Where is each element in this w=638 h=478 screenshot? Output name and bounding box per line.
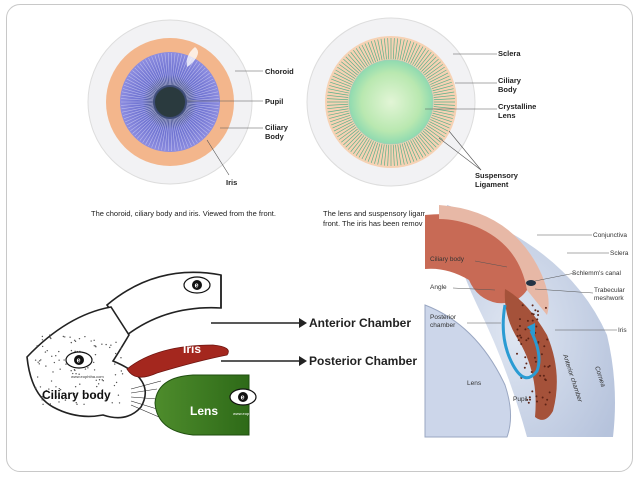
label-trabecular-2: meshwork (594, 295, 624, 302)
eye-front-view (87, 19, 253, 185)
label-suspensory-2: Ligament (475, 180, 509, 189)
eye-logo-icon-3: e (229, 388, 257, 406)
chamber-schematic: e e e www.eophtha.com www.eophtha.com Ir… (26, 271, 417, 436)
label-posterior-chamber: Posterior Chamber (309, 354, 417, 368)
label-posterior-2: chamber (430, 322, 456, 329)
svg-text:e: e (195, 283, 199, 290)
label-iris-anat: Iris (618, 327, 627, 334)
svg-text:e: e (77, 358, 81, 365)
caption-left: The choroid, ciliary body and iris. View… (91, 209, 276, 218)
slide: Choroid Pupil Ciliary Body Iris The chor… (6, 4, 633, 472)
label-choroid: Choroid (265, 67, 294, 76)
label-suspensory-1: Suspensory (475, 171, 519, 180)
label-angle: Angle (430, 284, 447, 291)
label-lens-2: Lens (498, 111, 516, 120)
label-ciliary-1: Ciliary (265, 123, 289, 132)
label-conjunctiva: Conjunctiva (593, 232, 627, 239)
label-pupil: Pupil (265, 97, 283, 106)
label-sclera-anat: Sclera (610, 250, 629, 257)
label-schlemm: Schlemm's canal (572, 270, 621, 277)
watermark-1: www.eophtha.com (71, 374, 104, 379)
anatomy-cross-section: Conjunctiva Sclera Schlemm's canal Trabe… (424, 205, 632, 438)
label-iris-schematic: Iris (183, 342, 201, 356)
label-pupil-anat: Pupil (513, 396, 528, 403)
label-ciliary-r2: Body (498, 85, 518, 94)
eye-logo-icon-2: e (65, 351, 93, 369)
label-lens-schematic: Lens (190, 404, 218, 418)
label-trabecular-1: Trabecular (594, 287, 626, 294)
eye-logo-icon: e (183, 276, 211, 294)
caption-right-2: front. The iris has been remov (323, 219, 423, 228)
diagram-canvas: Choroid Pupil Ciliary Body Iris The chor… (26, 17, 632, 438)
caption-right-1: The lens and suspensory ligam (323, 209, 427, 218)
label-posterior-1: Posterior (430, 314, 457, 321)
label-iris: Iris (226, 178, 237, 187)
label-ciliary-anat: Ciliary body (430, 256, 465, 263)
label-lens-anat: Lens (467, 380, 482, 387)
label-anterior-chamber: Anterior Chamber (309, 316, 411, 330)
svg-text:e: e (241, 395, 245, 402)
label-sclera: Sclera (498, 49, 521, 58)
eye-front-labels: Choroid Pupil Ciliary Body Iris The chor… (91, 67, 294, 218)
watermark-2: www.eophtha.com (233, 411, 266, 416)
lens-front-view (306, 17, 476, 187)
label-ciliary-schematic: Ciliary body (42, 388, 111, 402)
label-lens-1: Crystalline (498, 102, 536, 111)
lens-front-labels: Sclera Ciliary Body Crystalline Lens Sus… (323, 49, 536, 228)
label-ciliary-2: Body (265, 132, 285, 141)
label-ciliary-r1: Ciliary (498, 76, 522, 85)
